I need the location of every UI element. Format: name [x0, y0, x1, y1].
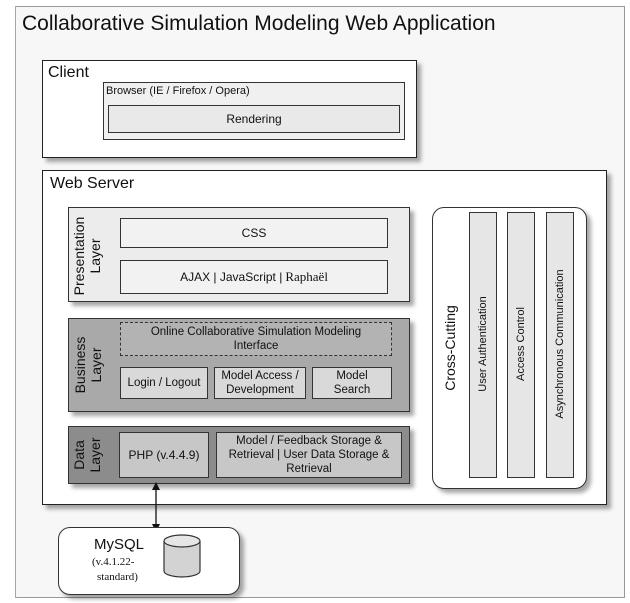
ajax-text: AJAX | JavaScript |: [180, 270, 283, 284]
model-access-line1: Model Access /: [221, 370, 299, 382]
browser-label: Browser (IE / Firefox / Opera): [106, 85, 250, 97]
client-label: Client: [48, 64, 89, 81]
presentation-label-line1: Presentation: [71, 216, 87, 296]
access-control-label: Access Control: [515, 307, 527, 381]
presentation-layer-label: Presentation Layer: [71, 211, 103, 301]
storage-line1: Model / Feedback Storage &: [236, 435, 382, 447]
data-label-line1: Data: [71, 440, 87, 470]
user-auth-column: [469, 212, 497, 478]
rendering-box: Rendering: [108, 105, 400, 133]
connector-arrow: [152, 482, 160, 532]
data-layer-label: Data Layer: [71, 430, 103, 480]
mysql-version-line1: (v.4.1.22-: [92, 556, 135, 568]
ajax-box: AJAX | JavaScript | Raphaël: [120, 260, 388, 294]
model-access-box: Model Access / Development: [214, 367, 306, 399]
interface-line1: Online Collaborative Simulation Modeling: [150, 326, 362, 338]
model-search-line1: Model: [336, 370, 368, 382]
storage-line2: Retrieval | User Data Storage &: [228, 449, 390, 461]
model-search-line2: Search: [333, 384, 371, 396]
mysql-box: [58, 527, 240, 595]
business-label-line2: Layer: [88, 347, 104, 383]
data-label-line2: Layer: [87, 437, 103, 473]
interface-line2: Interface: [233, 340, 279, 352]
database-icon: [163, 534, 201, 578]
access-control-column: [507, 212, 535, 478]
raphael-text: Raphaël: [285, 269, 328, 284]
user-auth-label: User Authentication: [477, 296, 489, 392]
storage-line3: Retrieval: [286, 463, 332, 475]
edge-fade: [0, 0, 18, 603]
business-layer-label: Business Layer: [72, 330, 104, 400]
model-search-box: Model Search: [312, 367, 392, 399]
model-access-line2: Development: [226, 384, 294, 396]
collab-interface-box: Online Collaborative Simulation Modeling…: [120, 322, 392, 356]
async-communication-label: Asynchronous Communication: [554, 269, 566, 419]
mysql-version-line2: standard): [97, 571, 138, 583]
php-box: PHP (v.4.4.9): [119, 432, 209, 478]
diagram-title: Collaborative Simulation Modeling Web Ap…: [22, 12, 496, 35]
presentation-label-line2: Layer: [87, 238, 103, 274]
login-box: Login / Logout: [120, 367, 208, 399]
business-label-line1: Business: [72, 336, 88, 394]
web-server-label: Web Server: [50, 175, 135, 192]
cross-cutting-label: Cross-Cutting: [442, 305, 458, 391]
css-box: CSS: [120, 218, 388, 248]
mysql-label: MySQL: [94, 536, 145, 553]
async-communication-column: [546, 212, 574, 478]
storage-box: Model / Feedback Storage & Retrieval | U…: [216, 432, 402, 478]
